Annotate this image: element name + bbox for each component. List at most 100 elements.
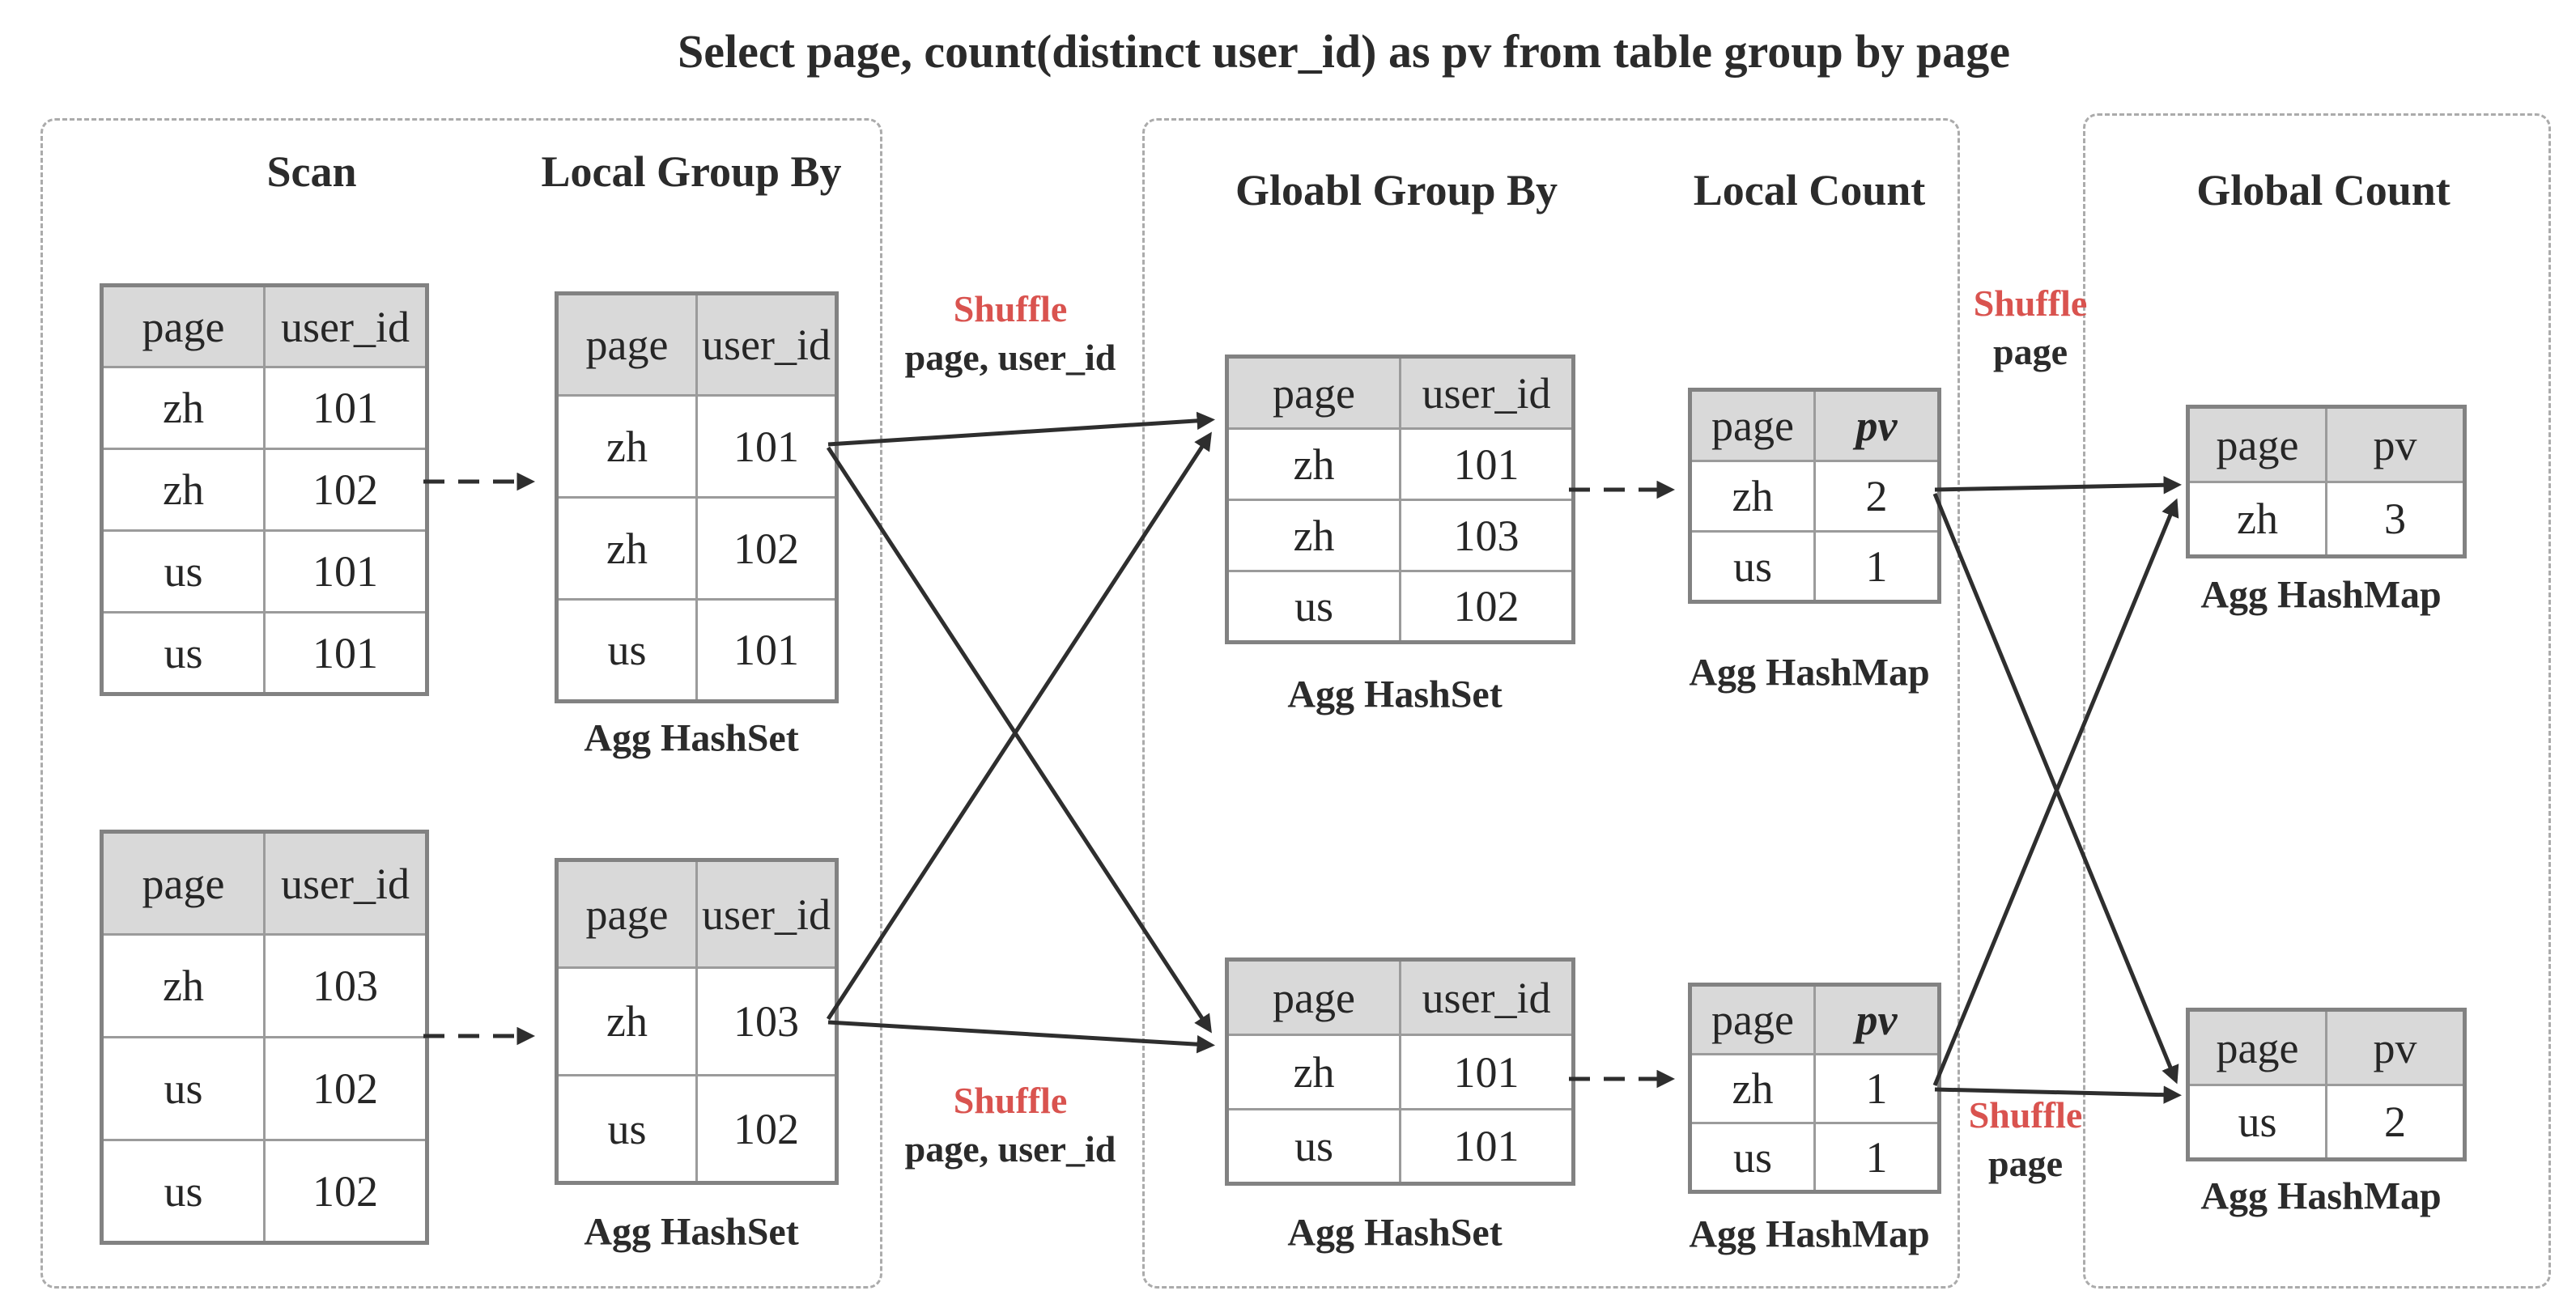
table-cell: zh	[1689, 1053, 1816, 1124]
table-cell: 102	[1399, 570, 1575, 643]
table-cell: us	[1226, 1108, 1401, 1185]
local-group-by-table-bottom: page user_id zh 103 us 102	[555, 858, 839, 1185]
table-row: zh 103	[100, 933, 428, 1038]
stage-header-scan: Scan	[266, 147, 357, 196]
table-cell: zh	[2187, 481, 2327, 558]
table-header-row: page user_id	[1226, 355, 1575, 430]
col-header-page: page	[1226, 355, 1401, 430]
table-cell: us	[2187, 1084, 2327, 1161]
shuffle-annotation-bottom-right: Shuffle page	[1969, 1091, 2083, 1188]
stage-header-global-count: Global Count	[2196, 166, 2451, 214]
sql-query-title: Select page, count(distinct user_id) as …	[677, 25, 2011, 78]
global-count-table-top: page pv zh 3	[2186, 405, 2467, 558]
table-cell: 102	[263, 448, 428, 532]
stage-header-local-group-by: Local Group By	[541, 147, 842, 196]
table-cell: 2	[1813, 460, 1941, 533]
table-cell: us	[1226, 570, 1401, 643]
agg-hashmap-label: Agg HashMap	[1689, 651, 1930, 694]
table-cell: 101	[263, 366, 428, 450]
table-cell: us	[100, 1036, 266, 1141]
table-cell: 101	[695, 598, 838, 703]
table-cell: zh	[555, 394, 698, 499]
table-row: us 2	[2187, 1084, 2466, 1161]
col-header-page: page	[2187, 1008, 2327, 1086]
table-cell: 1	[1813, 530, 1941, 603]
table-cell: zh	[100, 366, 266, 450]
table-cell: 1	[1813, 1053, 1941, 1124]
table-header-row: page pv	[2187, 1008, 2466, 1086]
agg-hashset-label: Agg HashSet	[1287, 673, 1503, 716]
table-header-row: page pv	[1689, 983, 1941, 1055]
table-header-row: page pv	[1689, 388, 1941, 462]
table-header-row: page user_id	[100, 830, 428, 936]
shuffle-keys: page, user_id	[904, 337, 1116, 378]
table-row: zh 2	[1689, 460, 1941, 533]
table-cell: 101	[263, 611, 428, 695]
col-header-page: page	[1689, 388, 1816, 462]
table-cell: zh	[1226, 1034, 1401, 1110]
table-cell: 3	[2325, 481, 2466, 558]
table-row: zh 101	[100, 366, 428, 450]
table-header-row: page user_id	[1226, 958, 1575, 1036]
table-row: zh 102	[555, 496, 838, 601]
table-row: us 102	[1226, 570, 1575, 643]
table-row: us 102	[555, 1074, 838, 1184]
table-cell: 101	[1399, 427, 1575, 501]
local-group-by-table-top: page user_id zh 101 zh 102 us 101	[555, 291, 839, 703]
table-row: us 1	[1689, 1122, 1941, 1193]
col-header-pv: pv	[1813, 388, 1941, 462]
table-cell: 2	[2325, 1084, 2466, 1161]
shuffle-annotation-bottom-left: Shuffle page, user_id	[905, 1076, 1116, 1174]
agg-hashset-label: Agg HashSet	[584, 1210, 799, 1254]
table-cell: 103	[695, 966, 838, 1076]
col-header-page: page	[555, 859, 698, 969]
col-header-user-id: user_id	[263, 284, 428, 368]
agg-hashmap-label: Agg HashMap	[2200, 1174, 2442, 1218]
col-header-pv: pv	[1813, 983, 1941, 1055]
agg-hashset-label: Agg HashSet	[584, 716, 799, 760]
shuffle-word: Shuffle	[1973, 282, 2088, 324]
stage-header-local-count: Local Count	[1693, 166, 1926, 214]
col-header-page: page	[100, 284, 266, 368]
col-header-pv: pv	[2325, 405, 2466, 483]
table-cell: us	[1689, 1122, 1816, 1193]
table-cell: 102	[263, 1139, 428, 1244]
shuffle-word: Shuffle	[1968, 1094, 2083, 1136]
table-header-row: page pv	[2187, 405, 2466, 483]
table-cell: 103	[1399, 499, 1575, 572]
table-cell: 101	[1399, 1034, 1575, 1110]
table-row: zh 101	[555, 394, 838, 499]
table-row: zh 102	[100, 448, 428, 532]
table-cell: 102	[695, 1074, 838, 1184]
global-count-table-bottom: page pv us 2	[2186, 1008, 2467, 1161]
table-cell: us	[555, 1074, 698, 1184]
table-cell: 101	[695, 394, 838, 499]
table-row: us 101	[555, 598, 838, 703]
table-row: us 102	[100, 1139, 428, 1244]
col-header-page: page	[100, 830, 266, 936]
table-row: us 101	[100, 611, 428, 695]
table-cell: us	[100, 529, 266, 614]
shuffle-annotation-top-right: Shuffle page	[1974, 279, 2088, 376]
table-row: zh 3	[2187, 481, 2466, 558]
table-row: us 101	[100, 529, 428, 614]
table-cell: zh	[555, 496, 698, 601]
agg-hashset-label: Agg HashSet	[1287, 1211, 1503, 1255]
shuffle-annotation-top-left: Shuffle page, user_id	[905, 285, 1116, 382]
agg-hashmap-label: Agg HashMap	[1689, 1212, 1930, 1256]
col-header-user-id: user_id	[1399, 958, 1575, 1036]
table-header-row: page user_id	[100, 284, 428, 368]
table-cell: 102	[263, 1036, 428, 1141]
col-header-user-id: user_id	[263, 830, 428, 936]
table-row: zh 101	[1226, 427, 1575, 501]
table-row: zh 101	[1226, 1034, 1575, 1110]
shuffle-keys: page	[1988, 1143, 2063, 1184]
table-header-row: page user_id	[555, 292, 838, 397]
local-count-table-top: page pv zh 2 us 1	[1688, 388, 1941, 604]
shuffle-word: Shuffle	[953, 288, 1068, 329]
table-cell: 1	[1813, 1122, 1941, 1193]
agg-hashmap-label: Agg HashMap	[2200, 573, 2442, 617]
table-cell: zh	[1689, 460, 1816, 533]
table-cell: us	[555, 598, 698, 703]
